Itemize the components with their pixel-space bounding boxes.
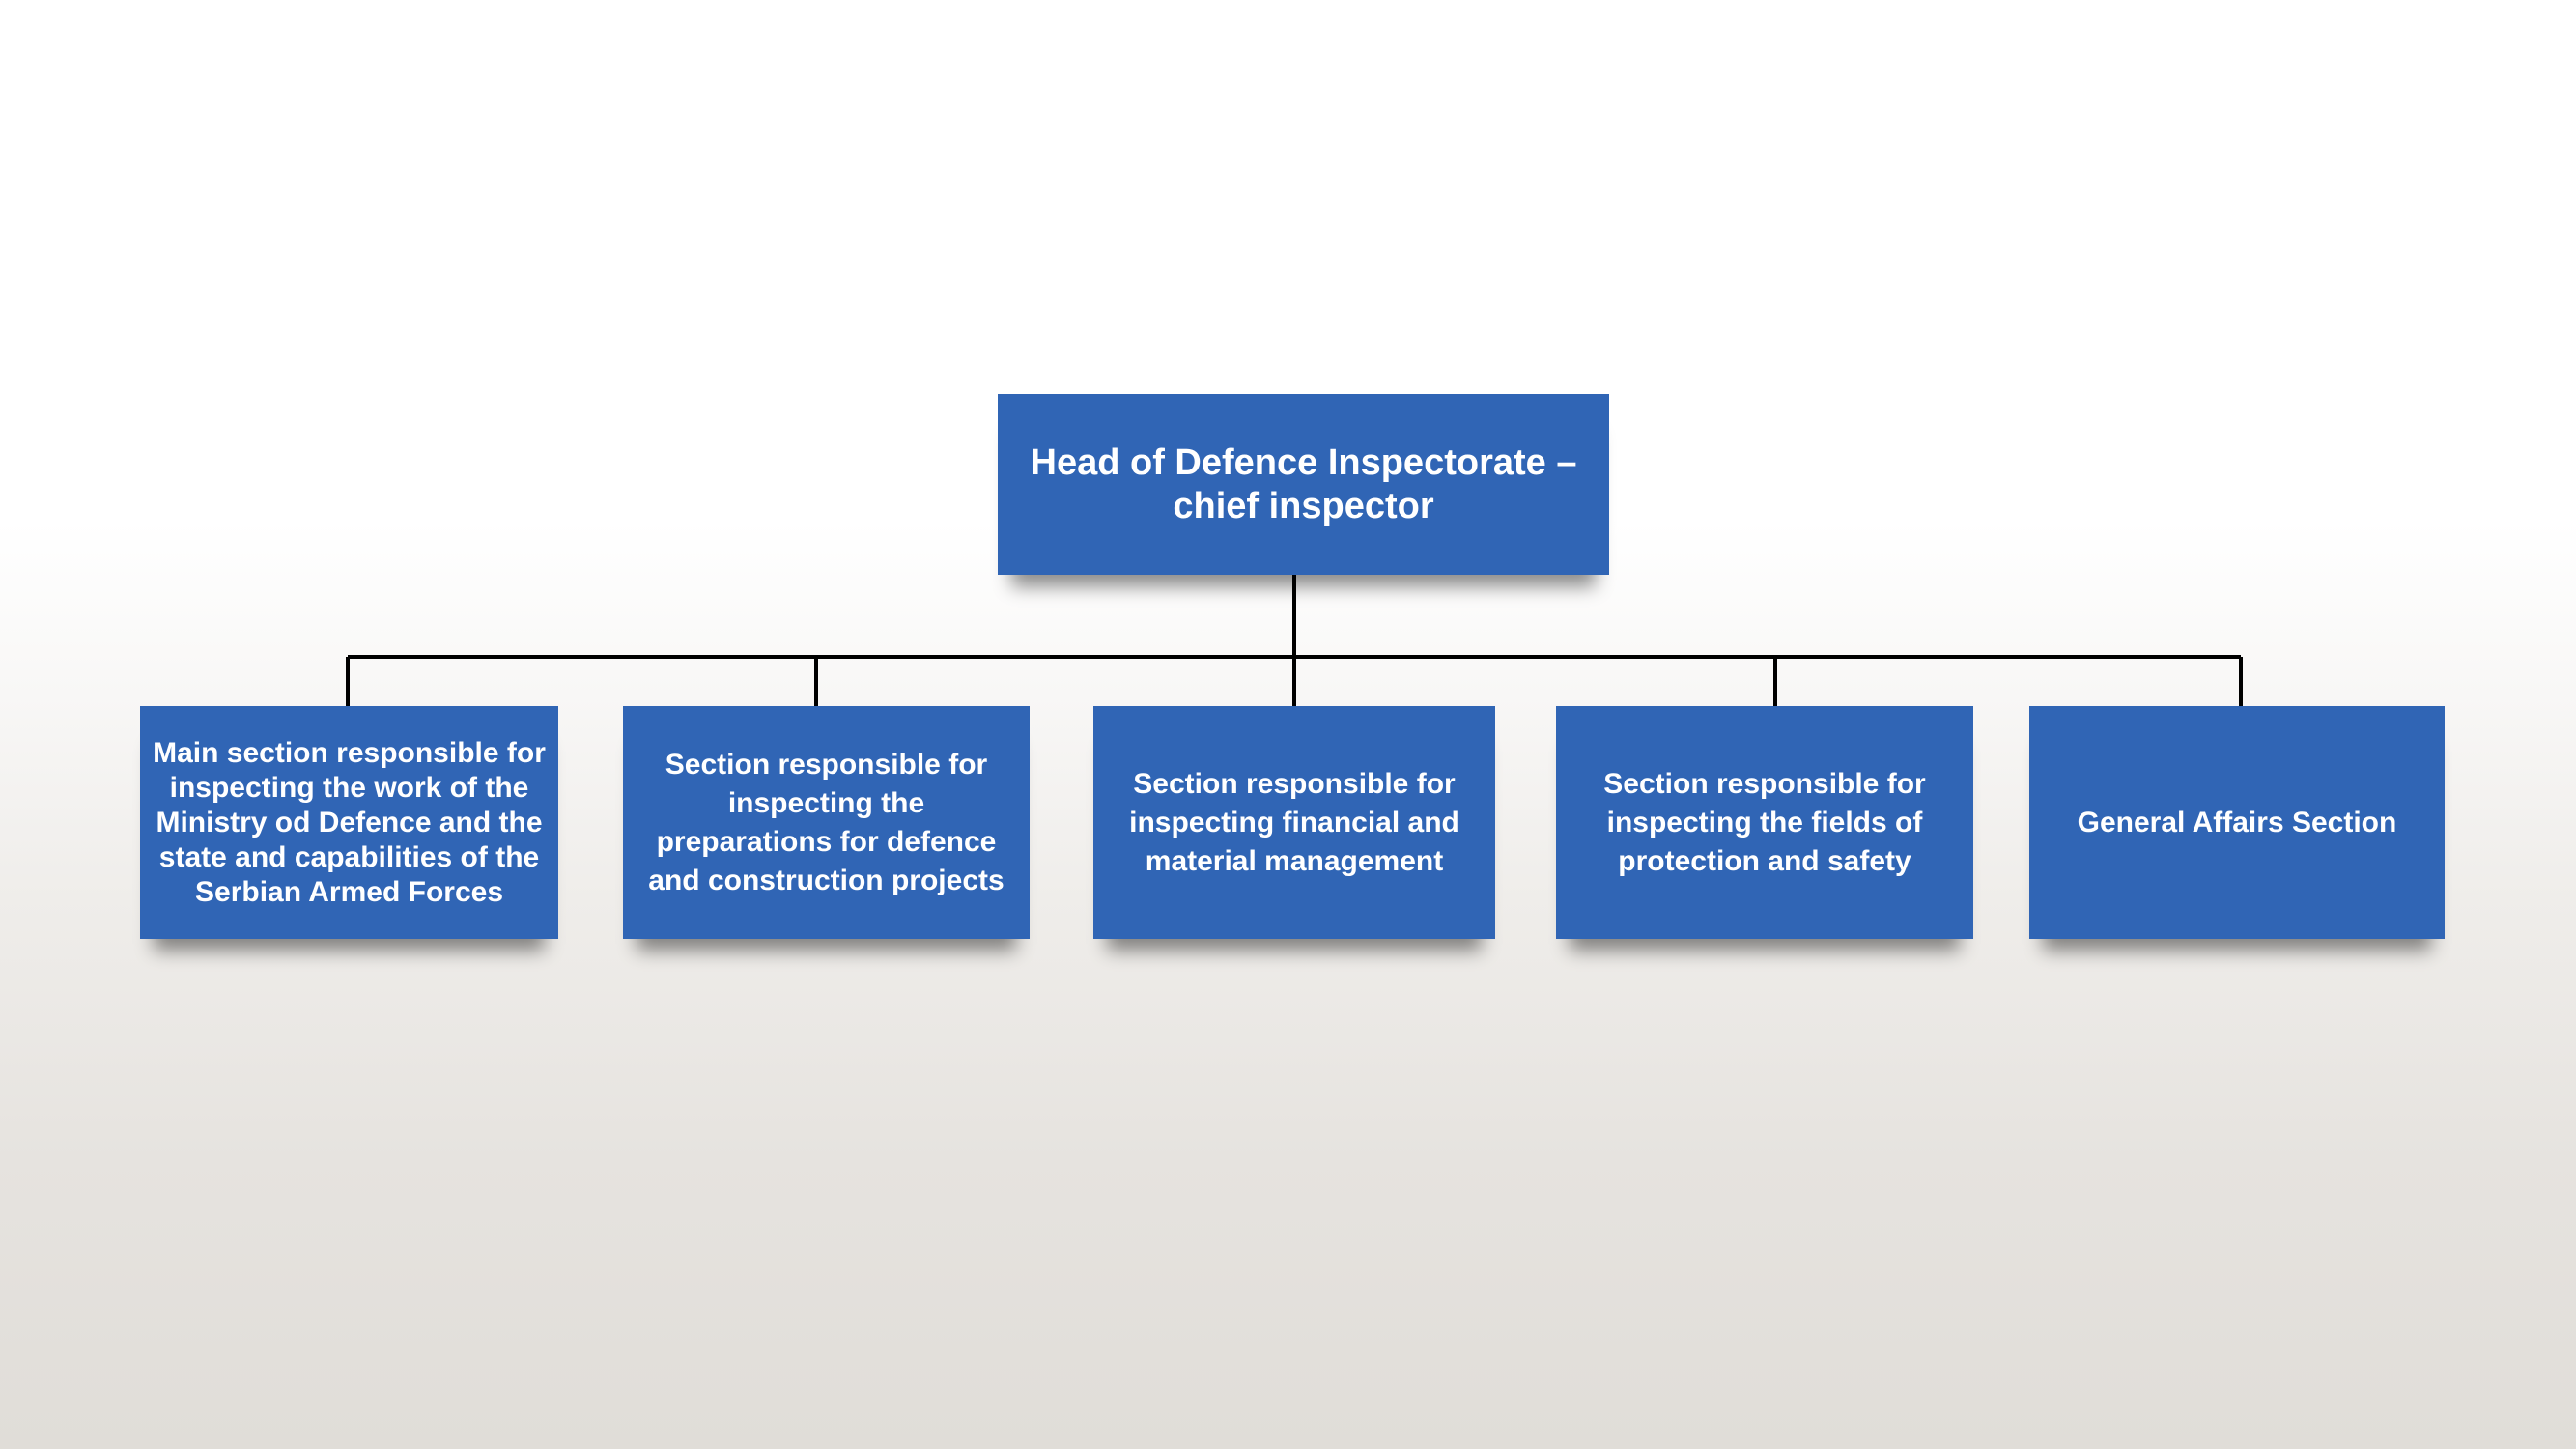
head-of-inspectorate-box: Head of Defence Inspectorate – chief ins… — [998, 394, 1609, 575]
protection-safety-section-box: Section responsible for inspecting the f… — [1556, 706, 1973, 939]
main-section-box: Main section responsible for inspecting … — [140, 706, 558, 939]
financial-material-section-box: Section responsible for inspecting finan… — [1093, 706, 1495, 939]
general-affairs-section-label: General Affairs Section — [2077, 806, 2397, 838]
protection-safety-section-label: Section responsible for inspecting the f… — [1603, 767, 1926, 877]
financial-material-section-label: Section responsible for inspecting finan… — [1129, 767, 1459, 877]
defence-construction-section-label: Section responsible for inspecting the p… — [648, 748, 1005, 896]
main-section-label: Main section responsible for inspecting … — [153, 736, 546, 908]
head-of-inspectorate-label: Head of Defence Inspectorate – chief ins… — [1030, 441, 1577, 526]
general-affairs-section-box: General Affairs Section — [2029, 706, 2445, 939]
defence-construction-section-box: Section responsible for inspecting the p… — [623, 706, 1030, 939]
